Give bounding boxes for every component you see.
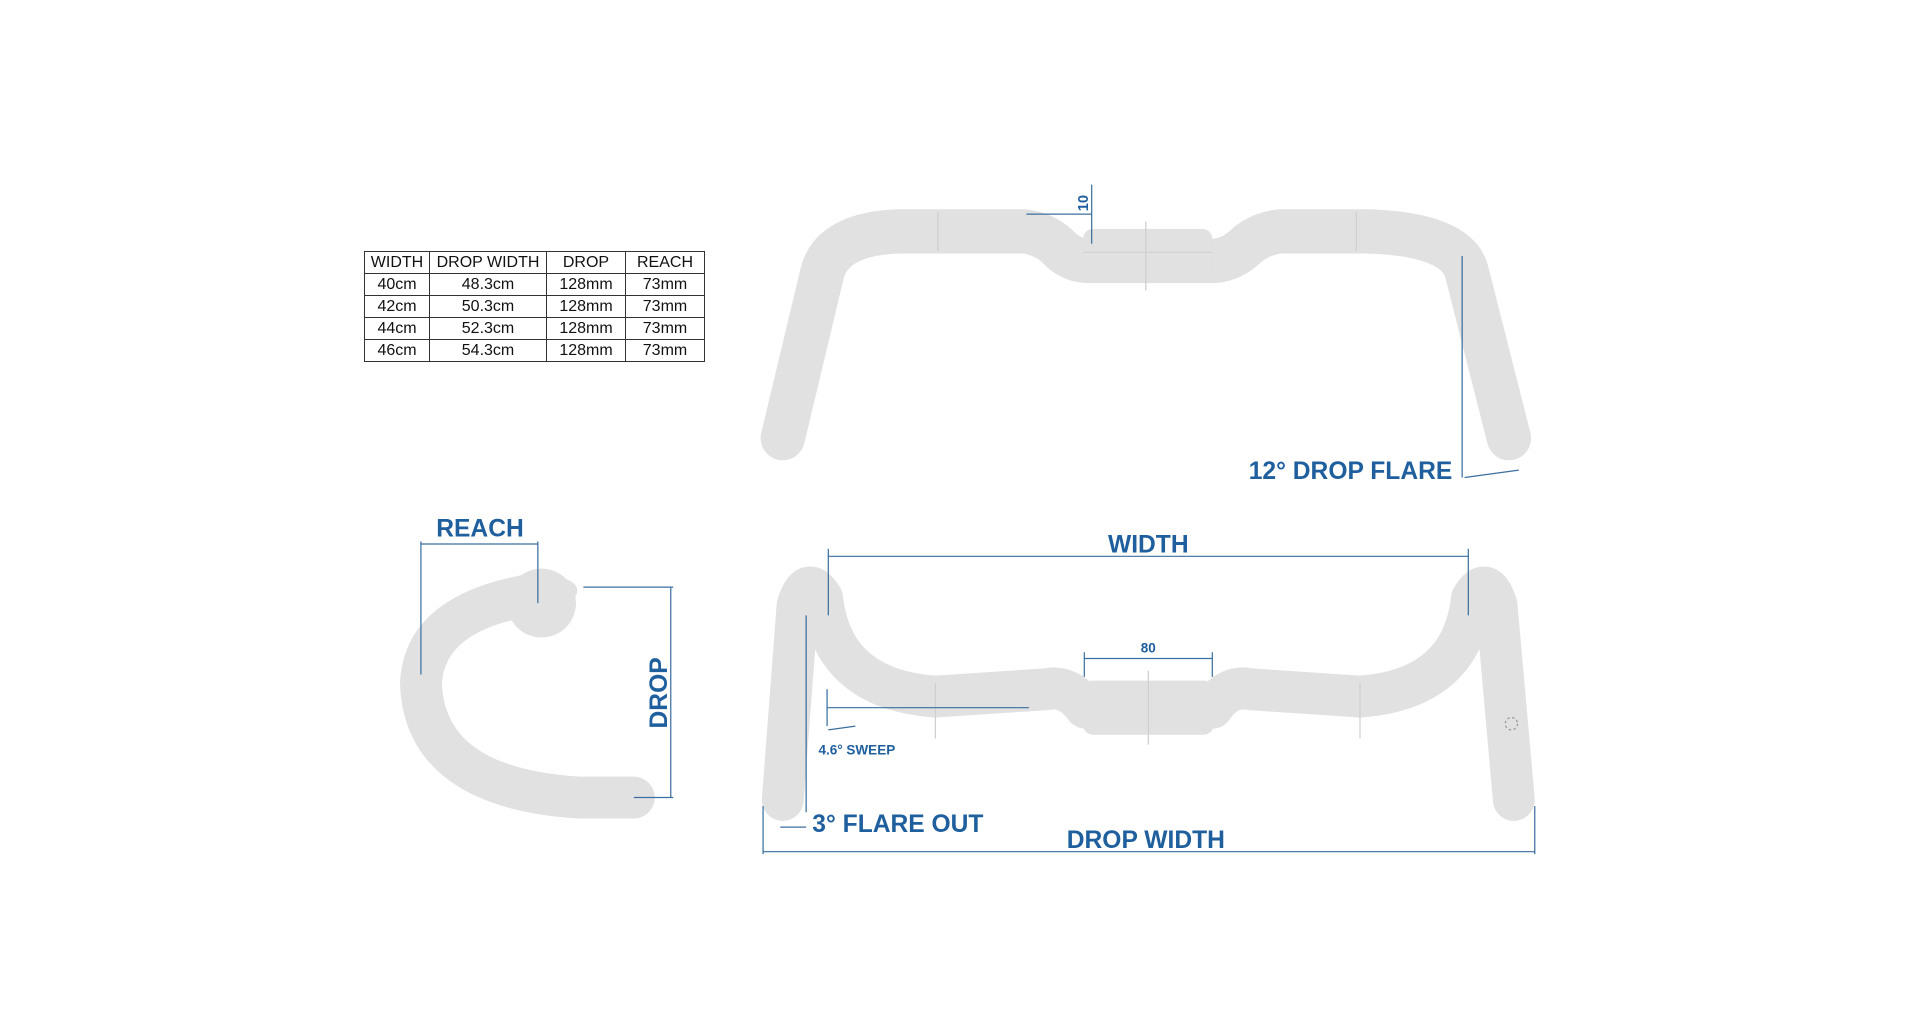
cell: 73mm bbox=[625, 273, 705, 296]
table-header-row: WIDTH DROP WIDTH DROP REACH bbox=[364, 251, 705, 274]
header-drop: DROP bbox=[546, 251, 626, 274]
cell: 44cm bbox=[364, 317, 430, 340]
clamp-width-label: 80 bbox=[1141, 640, 1156, 655]
cell: 52.3cm bbox=[429, 317, 547, 340]
cell: 46cm bbox=[364, 339, 430, 362]
front-view: 10 12° DROP FLARE bbox=[760, 184, 1532, 485]
drop-label: DROP bbox=[646, 657, 673, 728]
cell: 54.3cm bbox=[429, 339, 547, 362]
cell: 128mm bbox=[546, 295, 626, 318]
table-row: 40cm 48.3cm 128mm 73mm bbox=[364, 273, 705, 296]
table-row: 42cm 50.3cm 128mm 73mm bbox=[364, 295, 705, 318]
sweep-label: 4.6° SWEEP bbox=[818, 742, 895, 757]
cell: 42cm bbox=[364, 295, 430, 318]
header-reach: REACH bbox=[625, 251, 705, 274]
top-view: WIDTH 80 4.6° SWEEP 3° FLARE OUT DROP WI… bbox=[761, 532, 1536, 855]
cell: 48.3cm bbox=[429, 273, 547, 296]
table-row: 46cm 54.3cm 128mm 73mm bbox=[364, 339, 705, 362]
flare-out-label: 3° FLARE OUT bbox=[812, 811, 983, 838]
cell: 73mm bbox=[625, 339, 705, 362]
cell: 73mm bbox=[625, 317, 705, 340]
reach-label: REACH bbox=[436, 516, 524, 543]
cell: 50.3cm bbox=[429, 295, 547, 318]
side-view: REACH DROP bbox=[400, 516, 674, 819]
drop-flare-label: 12° DROP FLARE bbox=[1249, 458, 1453, 485]
drop-width-label: DROP WIDTH bbox=[1067, 827, 1225, 854]
cell: 40cm bbox=[364, 273, 430, 296]
rise-label: 10 bbox=[1076, 195, 1092, 211]
size-spec-table: WIDTH DROP WIDTH DROP REACH 40cm 48.3cm … bbox=[364, 251, 705, 362]
table-row: 44cm 52.3cm 128mm 73mm bbox=[364, 317, 705, 340]
cell: 128mm bbox=[546, 339, 626, 362]
width-label: WIDTH bbox=[1108, 532, 1189, 559]
header-drop-width: DROP WIDTH bbox=[429, 251, 547, 274]
cell: 128mm bbox=[546, 273, 626, 296]
header-width: WIDTH bbox=[364, 251, 430, 274]
cell: 73mm bbox=[625, 295, 705, 318]
cell: 128mm bbox=[546, 317, 626, 340]
